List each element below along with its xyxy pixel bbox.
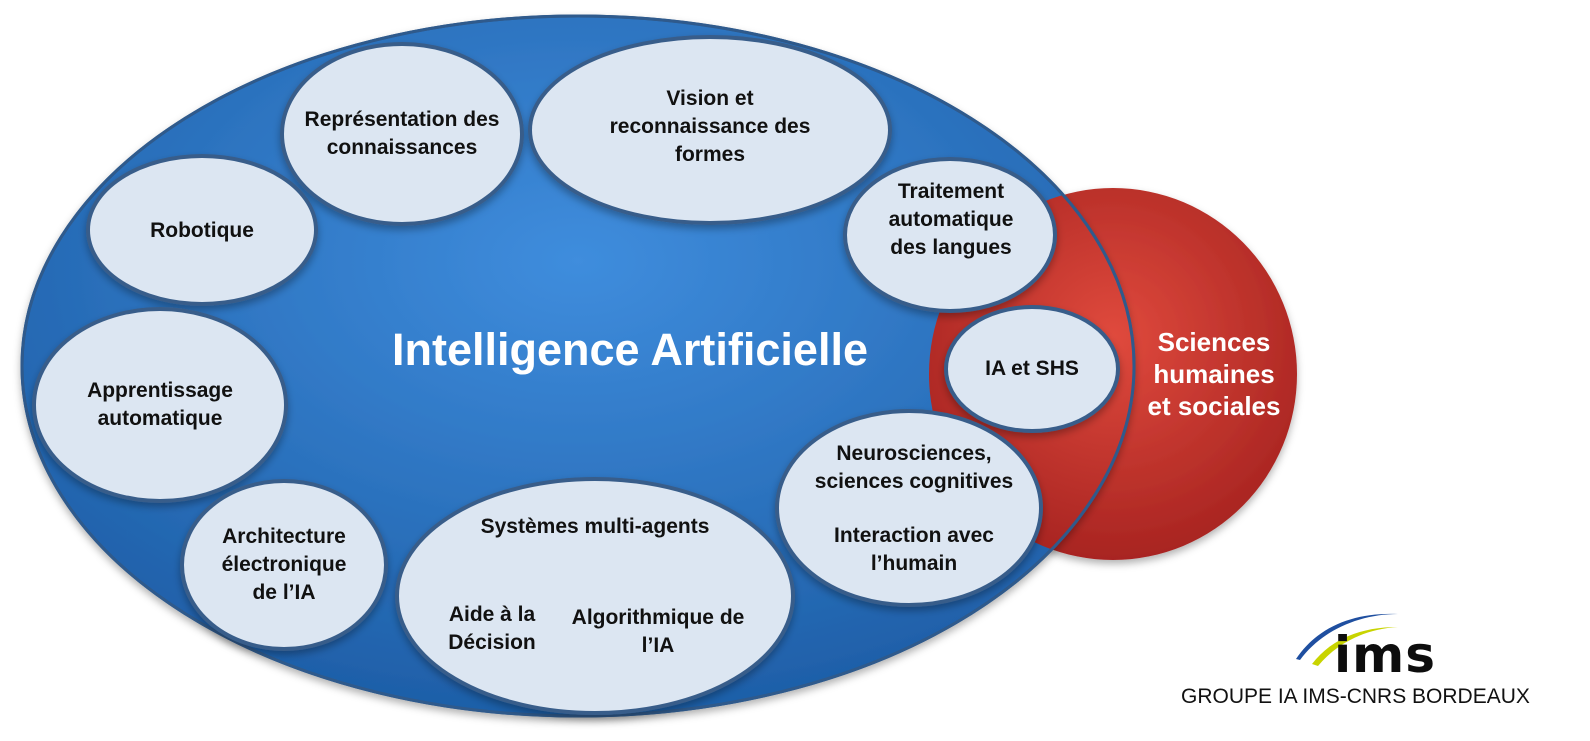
bubble-architecture [180, 479, 388, 651]
main-title: Intelligence Artificielle [392, 324, 868, 375]
bubble-tal [843, 157, 1057, 313]
footer-caption: GROUPE IA IMS-CNRS BORDEAUX [1181, 685, 1530, 708]
ims-logo-swoosh-icon [1296, 613, 1398, 666]
bubble-vision [528, 35, 892, 225]
ims-logo-text: ims [1334, 626, 1436, 684]
bubble-representation [280, 42, 524, 226]
bubble-ia-shs [944, 305, 1120, 433]
ai-ellipse-outline [20, 14, 1136, 718]
shs-title: Sciences humaines et sociales [1147, 327, 1281, 421]
bubble-apprentissage [32, 307, 288, 503]
bubble-sma [395, 477, 795, 715]
bubble-neuro [775, 409, 1043, 607]
bubble-robotique [86, 154, 318, 306]
